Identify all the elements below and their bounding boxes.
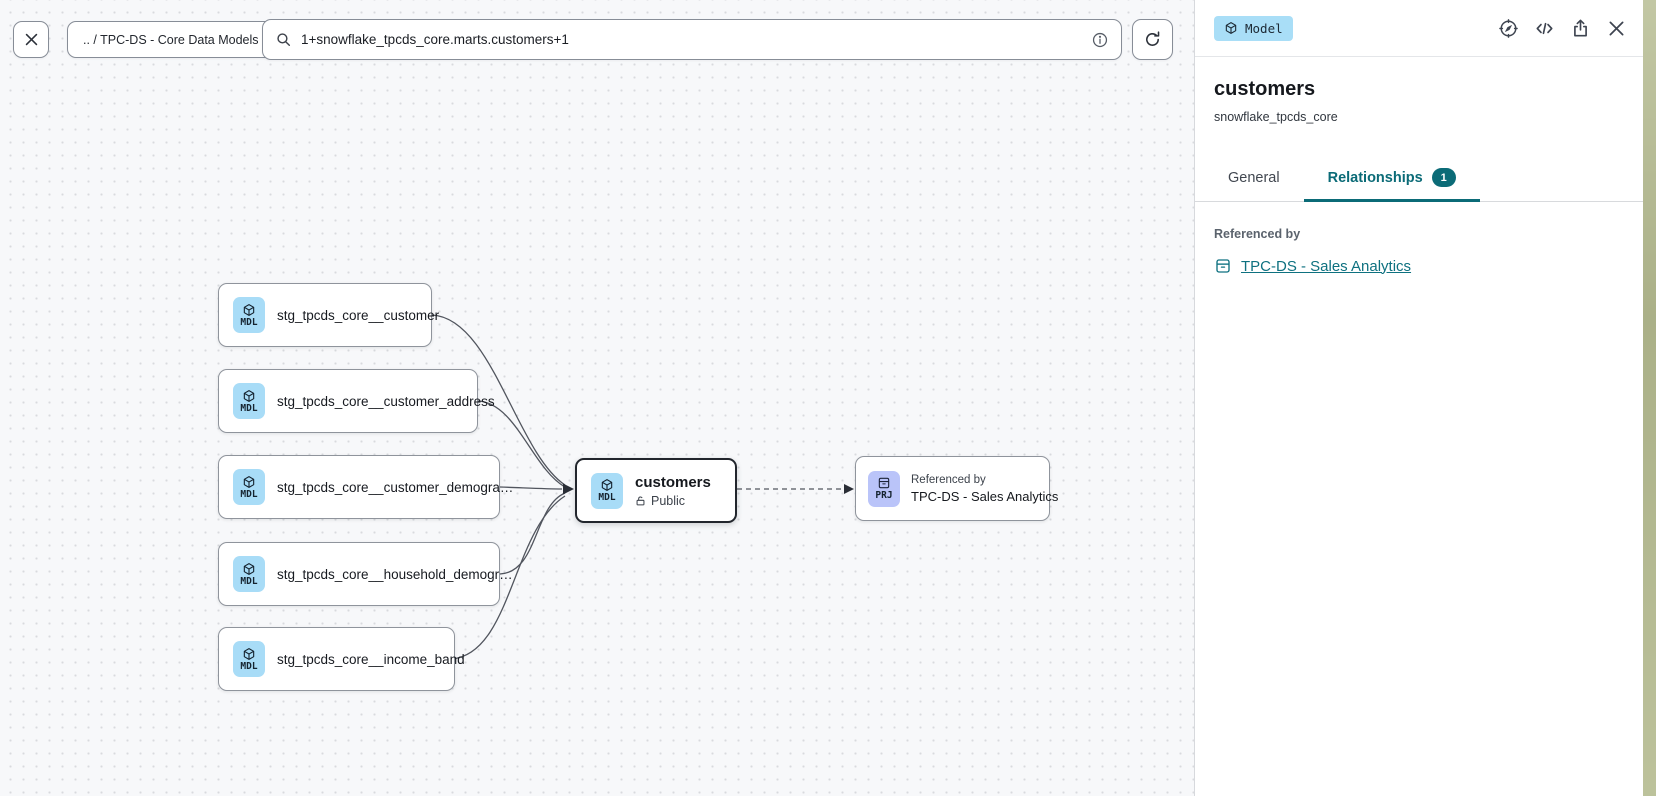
node-title: customers	[635, 473, 711, 491]
close-panel-icon[interactable]	[1606, 18, 1627, 39]
project-subtitle: snowflake_tpcds_core	[1214, 110, 1338, 124]
node-stg-tpcds-core-customer[interactable]: MDL stg_tpcds_core__customer	[218, 283, 439, 347]
node-customers-selected[interactable]: MDL customers Public	[575, 458, 737, 523]
breadcrumb[interactable]: .. / TPC-DS - Core Data Models	[67, 21, 275, 58]
panel-header: Model	[1195, 0, 1643, 57]
model-type-label: Model	[1245, 20, 1283, 36]
arrowhead-into-customers	[563, 483, 574, 495]
model-resource-badge: MDL	[233, 556, 265, 592]
cube-icon	[242, 647, 256, 661]
node-label: stg_tpcds_core__income_band	[277, 651, 465, 667]
cube-icon	[242, 562, 256, 576]
arrowhead-into-project	[844, 484, 854, 494]
cube-icon	[242, 475, 256, 489]
model-resource-badge: MDL	[233, 383, 265, 419]
referenced-by-heading: Referenced by	[1214, 227, 1301, 241]
code-icon[interactable]	[1534, 18, 1555, 39]
node-label: stg_tpcds_core__household_demogr…	[277, 566, 513, 582]
breadcrumb-label: .. / TPC-DS - Core Data Models	[83, 32, 259, 47]
node-stg-tpcds-core-customer-demographics[interactable]: MDL stg_tpcds_core__customer_demogra…	[218, 455, 513, 519]
close-icon	[23, 31, 40, 48]
close-lineage-button[interactable]	[13, 21, 49, 58]
cube-icon	[242, 303, 256, 317]
model-resource-badge: MDL	[233, 297, 265, 333]
model-resource-badge: MDL	[591, 472, 623, 509]
refresh-button[interactable]	[1132, 19, 1173, 60]
desktop-edge-strip	[1643, 0, 1656, 796]
details-panel: Model customers snowflake_tpcds_core	[1194, 0, 1643, 796]
referenced-by-caption: Referenced by	[911, 473, 986, 486]
archive-icon	[877, 476, 891, 490]
page-title: customers	[1214, 78, 1316, 100]
search-icon	[275, 31, 292, 48]
refresh-icon	[1143, 30, 1162, 49]
project-node-label: TPC-DS - Sales Analytics	[911, 488, 1059, 504]
share-icon[interactable]	[1570, 18, 1591, 39]
cube-icon	[1224, 21, 1238, 35]
project-resource-badge: PRJ	[868, 470, 900, 507]
access-label: Public	[651, 493, 686, 508]
project-link[interactable]: TPC-DS - Sales Analytics	[1241, 257, 1412, 275]
tab-general[interactable]: General	[1228, 169, 1280, 186]
cube-icon	[242, 389, 256, 403]
node-stg-tpcds-core-income-band[interactable]: MDL stg_tpcds_core__income_band	[218, 627, 465, 691]
model-type-badge: Model	[1214, 15, 1293, 41]
unlock-icon	[635, 495, 646, 507]
node-label: stg_tpcds_core__customer_demogra…	[277, 479, 514, 495]
lineage-search-bar[interactable]	[262, 19, 1122, 60]
node-label: stg_tpcds_core__customer_address	[277, 393, 495, 409]
search-input[interactable]	[301, 32, 1082, 47]
tab-relationships[interactable]: Relationships 1	[1303, 155, 1480, 202]
lineage-edges	[431, 314, 854, 660]
node-referenced-by-project[interactable]: PRJ Referenced by TPC-DS - Sales Analyti…	[855, 456, 1058, 521]
node-stg-tpcds-core-household-demographics[interactable]: MDL stg_tpcds_core__household_demogr…	[218, 542, 513, 606]
referenced-by-project-row[interactable]: TPC-DS - Sales Analytics	[1214, 257, 1623, 275]
edge-household-demographics	[499, 492, 566, 575]
node-label: stg_tpcds_core__customer	[277, 307, 440, 323]
node-stg-tpcds-core-customer-address[interactable]: MDL stg_tpcds_core__customer_address	[218, 369, 495, 433]
model-resource-badge: MDL	[233, 641, 265, 677]
archive-icon	[1214, 257, 1232, 275]
lineage-canvas[interactable]: .. / TPC-DS - Core Data Models MDL stg_t…	[0, 0, 1194, 796]
panel-tabs: General Relationships 1	[1195, 155, 1643, 202]
model-resource-badge: MDL	[233, 469, 265, 505]
cube-icon	[600, 478, 614, 492]
relationships-count-badge: 1	[1431, 168, 1456, 187]
compass-icon[interactable]	[1498, 18, 1519, 39]
info-icon[interactable]	[1091, 31, 1109, 49]
